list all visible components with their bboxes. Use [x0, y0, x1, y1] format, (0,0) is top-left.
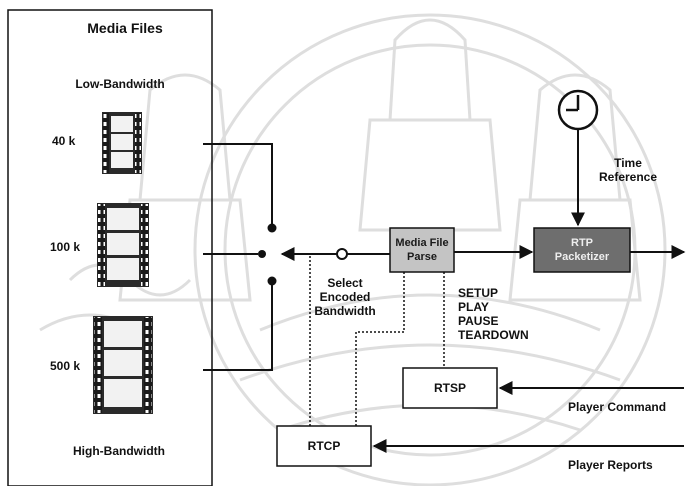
- parse-line-2: Parse: [390, 250, 454, 264]
- selector-pivot: [258, 250, 266, 258]
- command-teardown: TEARDOWN: [458, 328, 529, 342]
- time-reference-label: Time Reference: [586, 156, 670, 184]
- media-files-title: Media Files: [70, 20, 180, 36]
- rate-500k: 500 k: [50, 359, 80, 373]
- clock-icon: [559, 91, 597, 129]
- command-play: PLAY: [458, 300, 529, 314]
- selector-contact-bottom: [268, 277, 277, 286]
- film-strip-icon-100k: [97, 203, 149, 287]
- rate-100k: 100 k: [50, 240, 80, 254]
- rtcp-label: RTCP: [277, 439, 371, 453]
- command-pause: PAUSE: [458, 314, 529, 328]
- rate-40k: 40 k: [52, 134, 75, 148]
- time-line-2: Reference: [586, 170, 670, 184]
- player-command-label: Player Command: [568, 400, 666, 414]
- rtp-packetizer-label: RTP Packetizer: [534, 236, 630, 264]
- command-setup: SETUP: [458, 286, 529, 300]
- link-500k: [203, 282, 272, 370]
- selector-contact-top: [268, 224, 277, 233]
- select-line-2: Encoded: [300, 290, 390, 304]
- selector-switch-node: [337, 249, 347, 259]
- select-encoded-bandwidth-label: Select Encoded Bandwidth: [300, 276, 390, 318]
- packetizer-line-2: Packetizer: [534, 250, 630, 264]
- player-reports-label: Player Reports: [568, 458, 653, 472]
- high-bandwidth-label: High-Bandwidth: [54, 444, 184, 458]
- select-line-1: Select: [300, 276, 390, 290]
- film-strip-icon-500k: [93, 316, 153, 414]
- rtsp-label: RTSP: [403, 381, 497, 395]
- select-line-3: Bandwidth: [300, 304, 390, 318]
- film-strip-icon-40k: [102, 112, 142, 174]
- low-bandwidth-label: Low-Bandwidth: [60, 77, 180, 91]
- packetizer-line-1: RTP: [534, 236, 630, 250]
- link-40k: [203, 144, 272, 226]
- rtsp-commands-list: SETUP PLAY PAUSE TEARDOWN: [458, 286, 529, 342]
- parse-line-1: Media File: [390, 236, 454, 250]
- media-file-parse-label: Media File Parse: [390, 236, 454, 264]
- time-line-1: Time: [586, 156, 670, 170]
